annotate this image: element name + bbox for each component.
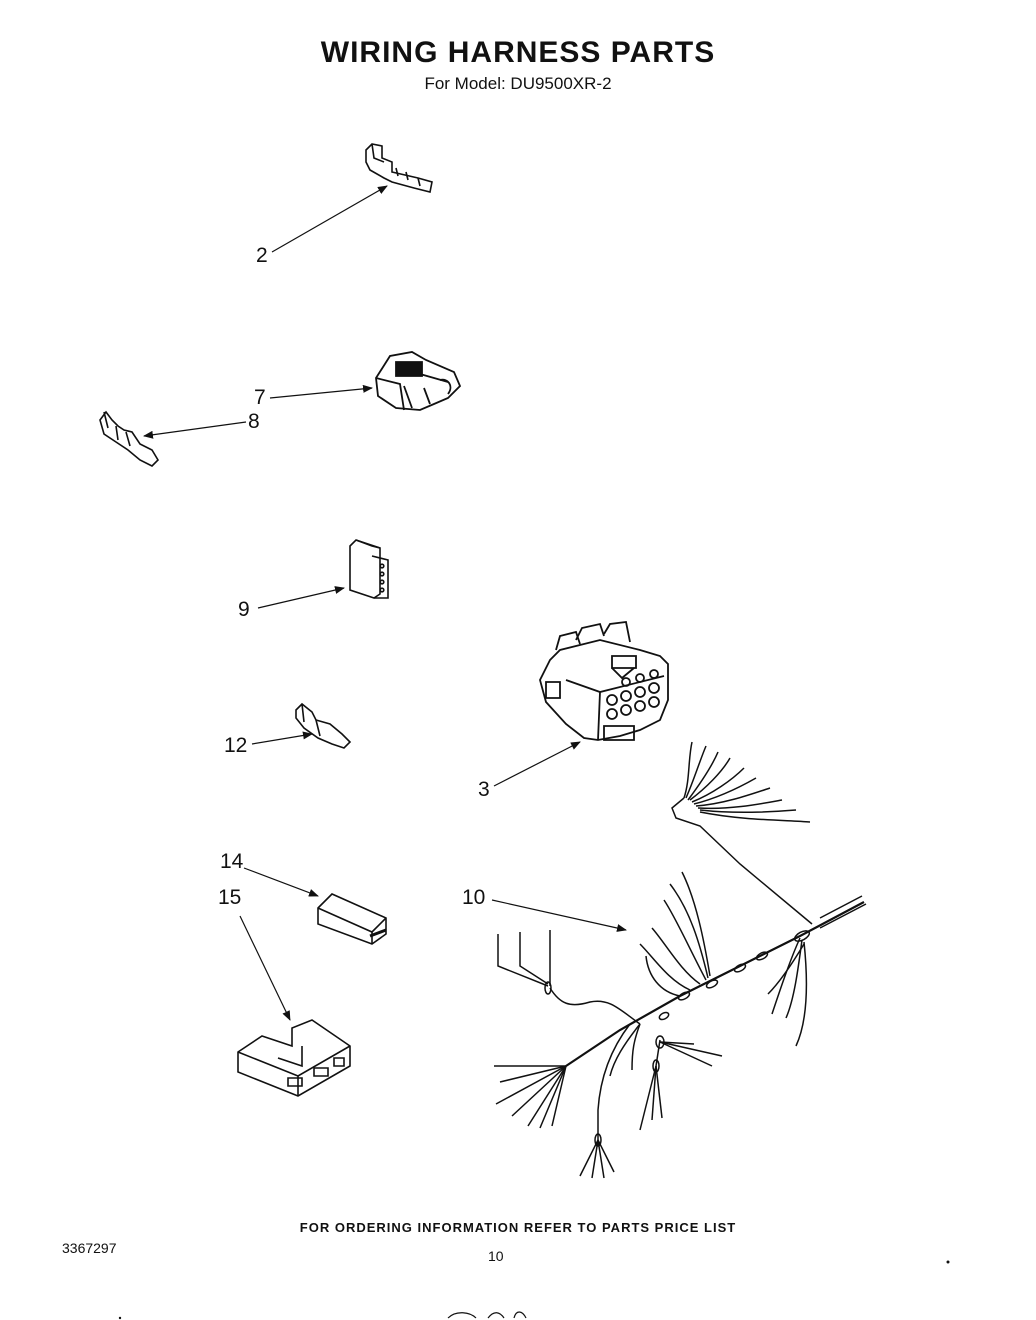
callout-10: 10: [462, 886, 486, 909]
leader-10: [492, 900, 627, 932]
callout-9: 9: [238, 598, 250, 621]
part-12-terminal: [296, 704, 350, 748]
callout-2: 2: [256, 244, 268, 267]
callout-8: 8: [248, 410, 260, 433]
stray-dot: [118, 1316, 122, 1320]
part-9-connector-block: [350, 540, 388, 598]
callout-3: 3: [478, 778, 490, 801]
leader-7: [270, 384, 373, 398]
page-number: 10: [488, 1248, 504, 1264]
callout-12: 12: [224, 734, 248, 757]
leader-8: [143, 422, 246, 439]
part-10-wiring-harness: [494, 742, 866, 1178]
leader-2: [272, 186, 388, 252]
part-8-terminal: [100, 412, 158, 466]
leader-12: [252, 731, 313, 744]
handwritten-mark: [448, 1312, 526, 1318]
part-14-clip: [318, 894, 386, 944]
stray-dot: [946, 1260, 950, 1264]
leader-3: [494, 742, 581, 786]
part-3-multipin-connector: [540, 622, 668, 740]
part-2-terminal: [366, 144, 432, 192]
leader-15: [240, 916, 290, 1021]
part-15-housing: [238, 1020, 350, 1096]
callout-7: 7: [254, 386, 266, 409]
leader-14: [244, 868, 319, 896]
callout-15: 15: [218, 886, 242, 909]
page-title: WIRING HARNESS PARTS: [320, 36, 716, 69]
document-number: 3367297: [62, 1240, 117, 1256]
part-7-connector-housing: [376, 352, 460, 410]
leader-9: [258, 586, 345, 608]
model-subtitle: For Model: DU9500XR-2: [424, 74, 612, 93]
callout-14: 14: [220, 850, 244, 873]
ordering-note: FOR ORDERING INFORMATION REFER TO PARTS …: [299, 1220, 737, 1235]
